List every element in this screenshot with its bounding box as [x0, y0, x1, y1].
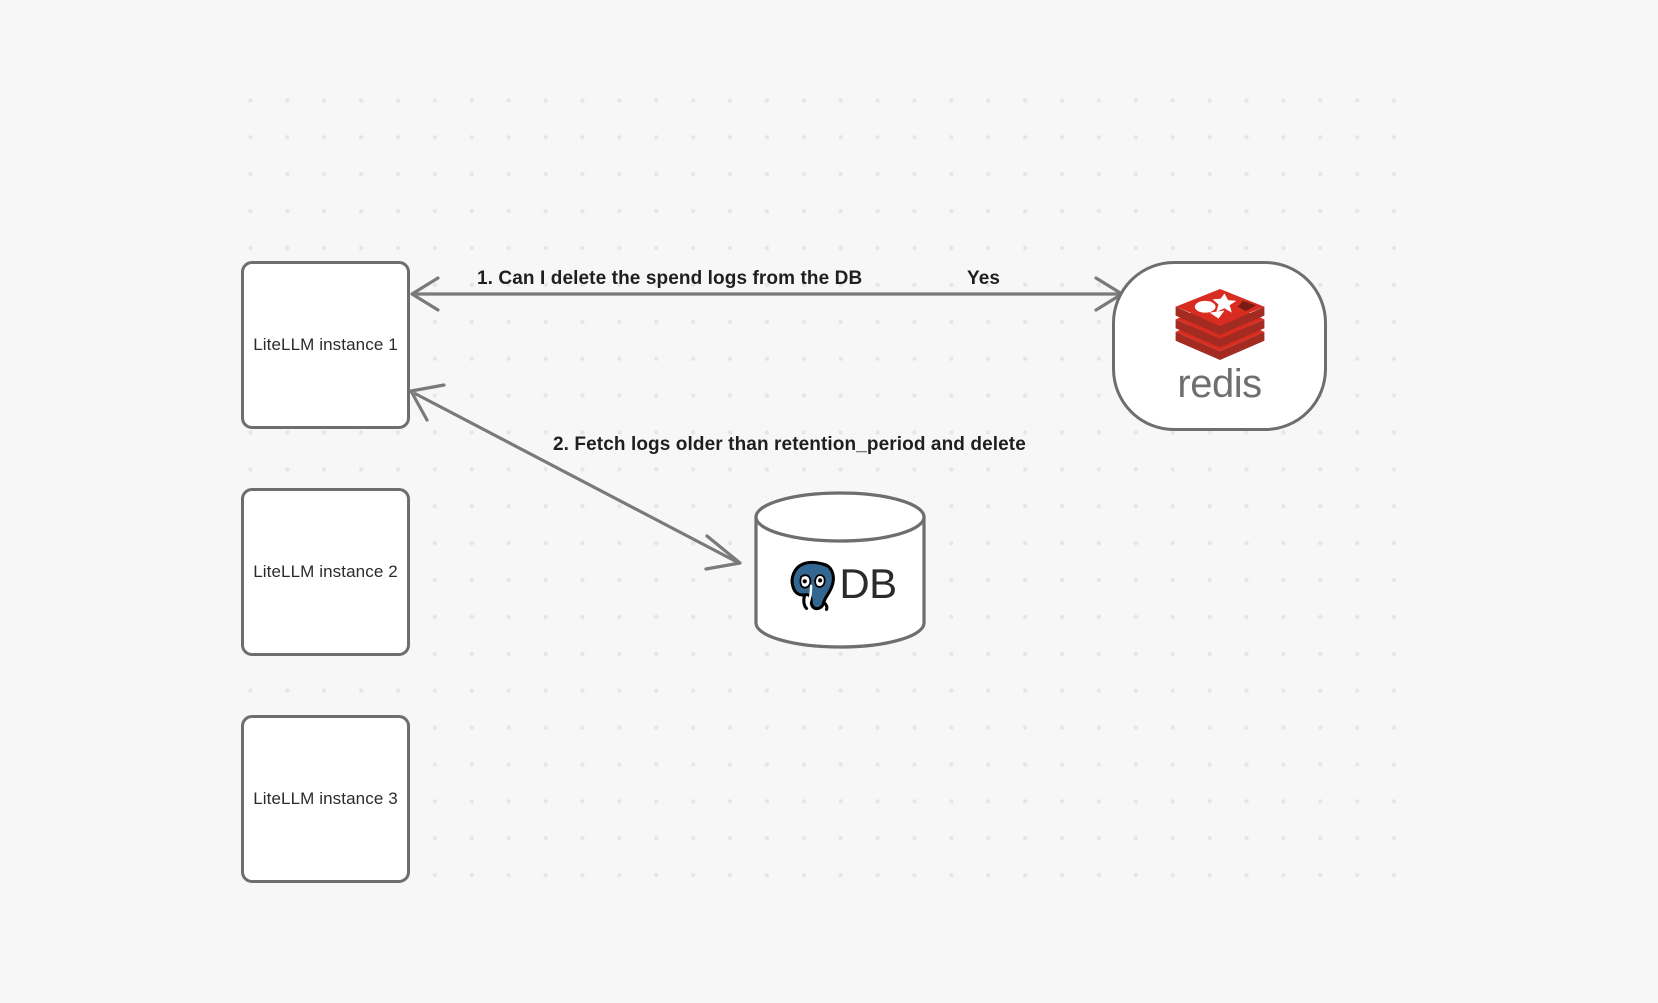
node-litellm-instance-2[interactable]: LiteLLM instance 2	[241, 488, 410, 656]
database-label: DB	[839, 560, 897, 607]
node-database[interactable]: DB	[753, 490, 927, 650]
arrowhead-downright	[704, 534, 742, 571]
edge-label-step-1: 1. Can I delete the spend logs from the …	[477, 268, 863, 289]
redis-logo-icon	[1175, 288, 1264, 360]
node-litellm-instance-1[interactable]: LiteLLM instance 1	[241, 261, 410, 429]
node-label: LiteLLM instance 3	[253, 789, 398, 808]
arrowhead-upleft	[409, 383, 446, 422]
postgresql-elephant-icon	[790, 560, 836, 611]
node-litellm-instance-3[interactable]: LiteLLM instance 3	[241, 715, 410, 883]
node-label: LiteLLM instance 1	[253, 335, 398, 354]
arrowhead-left	[410, 276, 440, 312]
cylinder-shape	[754, 491, 926, 649]
redis-wordmark-label: redis	[1177, 361, 1262, 406]
node-label: LiteLLM instance 2	[253, 562, 398, 581]
edge-label-yes: Yes	[967, 268, 1001, 289]
edge-instance1-database	[409, 383, 742, 571]
node-redis[interactable]: redis	[1112, 261, 1327, 431]
edge-label-step-2: 2. Fetch logs older than retention_perio…	[553, 434, 1026, 455]
